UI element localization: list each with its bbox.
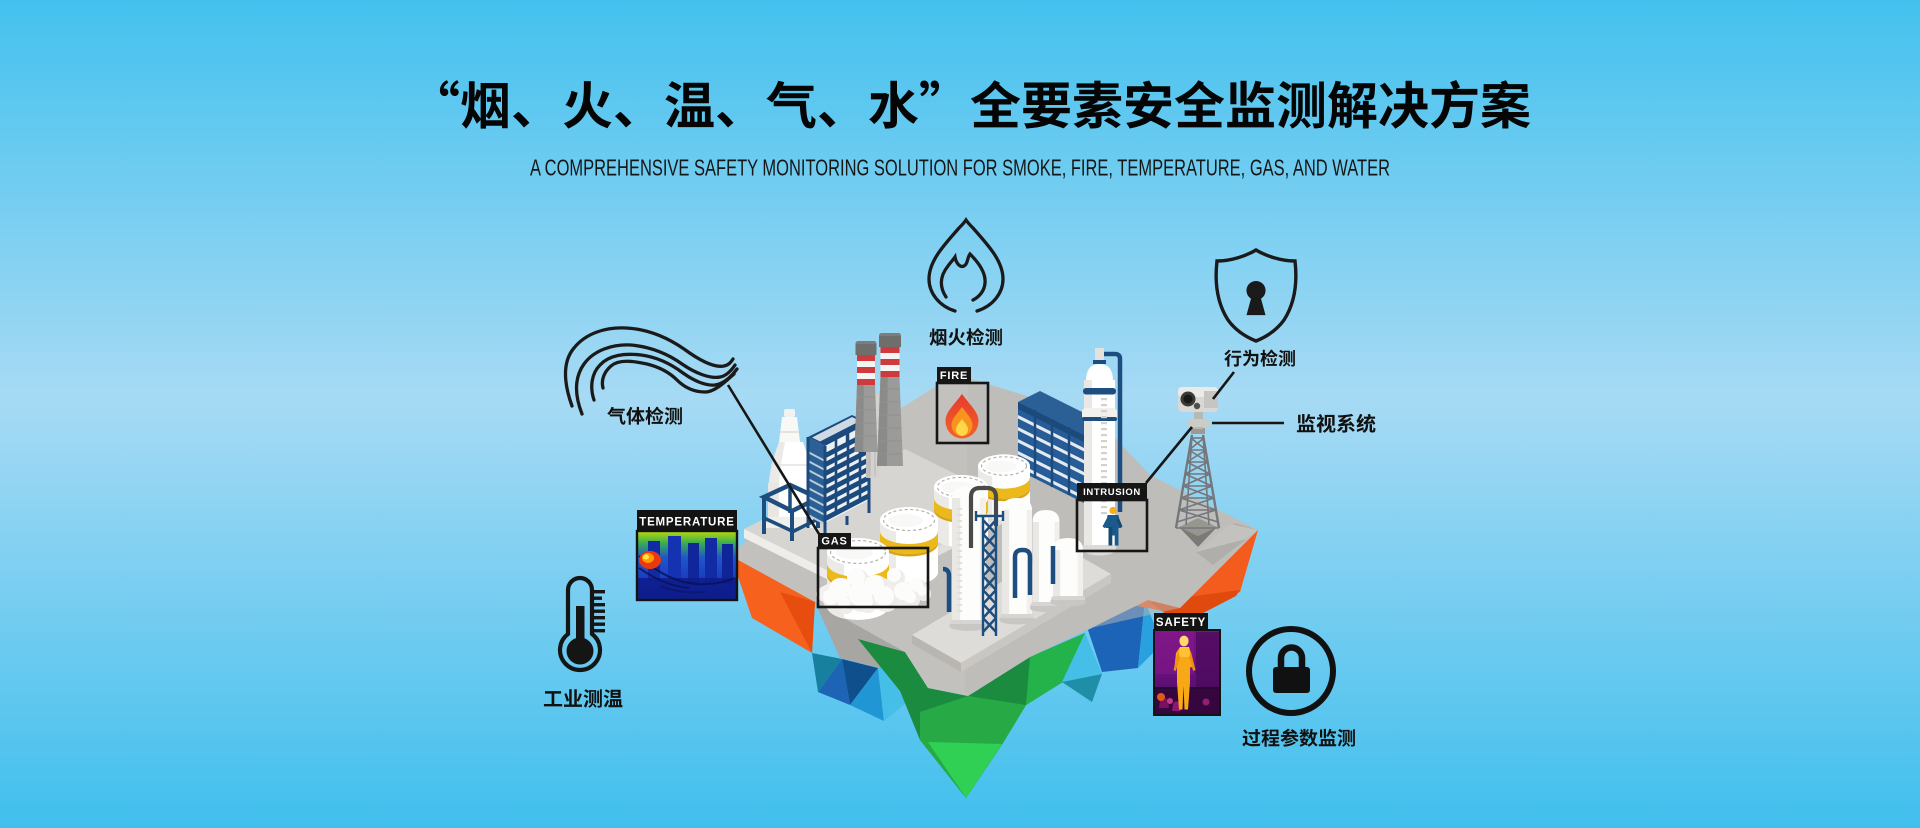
svg-text:GAS: GAS <box>821 535 847 547</box>
svg-text:FIRE: FIRE <box>940 370 968 382</box>
svg-text:A COMPREHENSIVE SAFETY MONITOR: A COMPREHENSIVE SAFETY MONITORING SOLUTI… <box>530 155 1390 181</box>
svg-text:TEMPERATURE: TEMPERATURE <box>639 517 734 529</box>
svg-text:SAFETY: SAFETY <box>1156 617 1206 629</box>
svg-text:INTRUSION: INTRUSION <box>1083 487 1141 498</box>
